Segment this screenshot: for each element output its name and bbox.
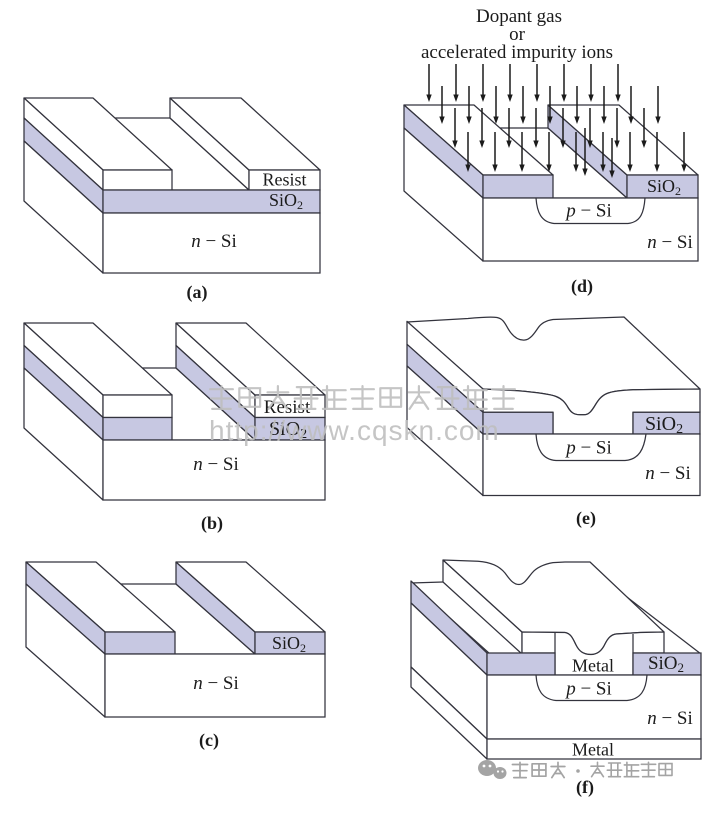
- svg-text:SiO2: SiO2: [272, 633, 306, 655]
- svg-text:Metal: Metal: [572, 740, 614, 760]
- svg-text:Dopant gas: Dopant gas: [476, 6, 562, 27]
- svg-text:http://www.cqskn.com: http://www.cqskn.com: [209, 415, 500, 446]
- svg-text:Resist: Resist: [262, 170, 306, 190]
- svg-text:(a): (a): [187, 282, 208, 303]
- svg-text:n − Si: n − Si: [191, 231, 237, 252]
- svg-text:SiO2: SiO2: [269, 190, 303, 212]
- svg-text:(f): (f): [576, 777, 594, 798]
- svg-text:p − Si: p − Si: [564, 201, 612, 222]
- svg-text:n − Si: n − Si: [647, 708, 693, 729]
- svg-text:SiO2: SiO2: [647, 176, 681, 198]
- svg-text:n − Si: n − Si: [645, 463, 691, 484]
- svg-text:(c): (c): [199, 730, 219, 751]
- svg-text:SiO2: SiO2: [648, 653, 684, 675]
- svg-text:n − Si: n − Si: [647, 232, 693, 253]
- svg-text:Metal: Metal: [572, 656, 614, 676]
- svg-text:or: or: [509, 24, 526, 45]
- svg-text:accelerated impurity ions: accelerated impurity ions: [421, 42, 613, 63]
- svg-text:p − Si: p − Si: [564, 679, 612, 700]
- svg-text:p − Si: p − Si: [564, 438, 612, 459]
- svg-text:(e): (e): [576, 508, 596, 529]
- svg-text:(b): (b): [201, 513, 223, 534]
- svg-text:n − Si: n − Si: [193, 454, 239, 475]
- svg-text:n − Si: n − Si: [193, 673, 239, 694]
- svg-text:(d): (d): [571, 276, 593, 297]
